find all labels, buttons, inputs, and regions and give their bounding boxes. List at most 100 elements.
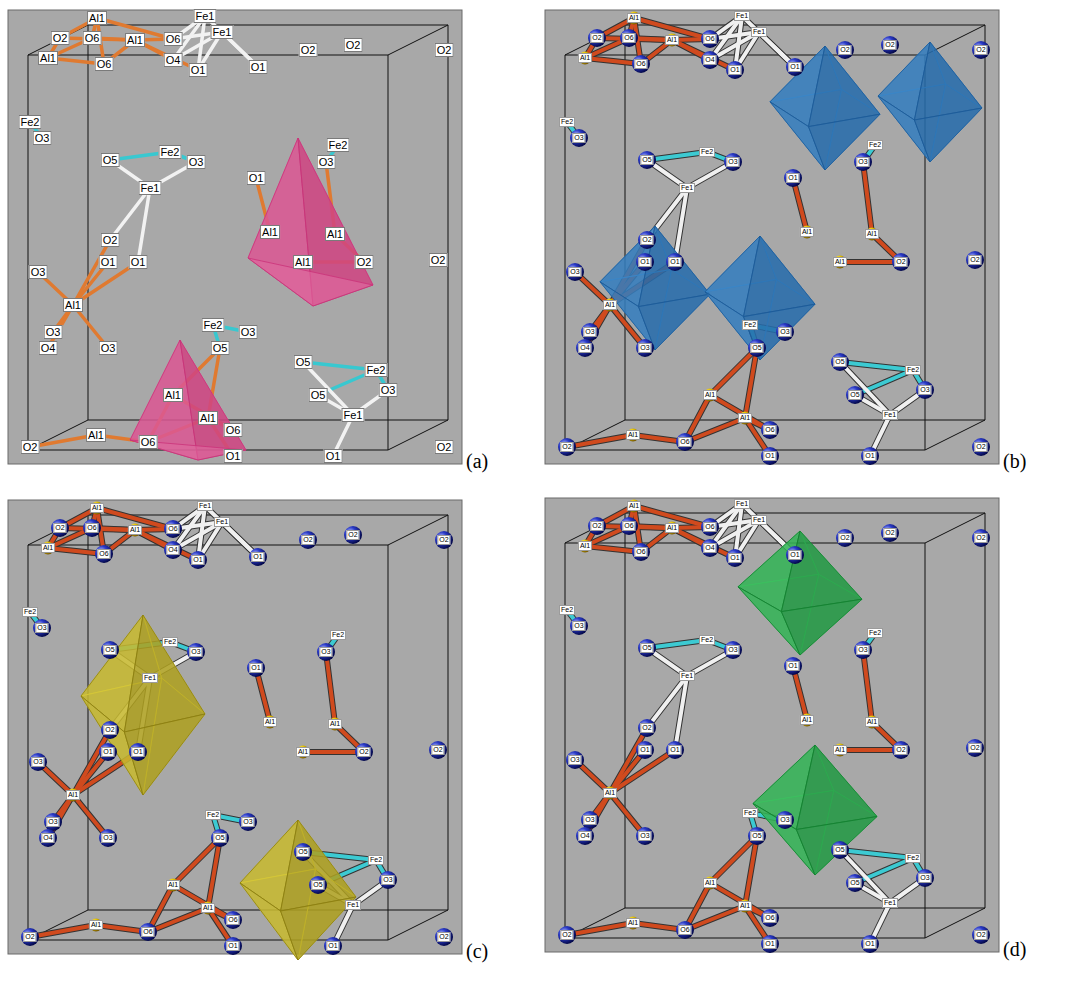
atom-label: Fe2	[699, 635, 715, 645]
atom-sphere	[638, 151, 656, 169]
polyhedron-face	[180, 340, 246, 460]
atom-sphere	[834, 744, 847, 757]
atom-label: O2	[590, 521, 603, 531]
atom-sphere	[881, 36, 899, 54]
bond-outline	[840, 747, 901, 753]
polyhedron-face	[914, 108, 982, 162]
atom-label: O1	[249, 60, 268, 74]
atom-label: O3	[583, 327, 596, 337]
unit-cell-edge	[88, 515, 89, 910]
atom-label: O2	[21, 440, 40, 454]
atom-label: O3	[572, 133, 585, 143]
atom-label: O3	[31, 757, 44, 767]
unit-cell-edge	[985, 513, 986, 908]
bond-stick	[303, 750, 364, 754]
atom-label: O1	[251, 552, 264, 562]
atom-label: Al1	[293, 255, 313, 269]
atom-label: Al1	[626, 918, 640, 928]
atom-label: O5	[750, 831, 763, 841]
atom-label: O2	[435, 440, 454, 454]
atom-label: O6	[763, 913, 776, 923]
atom-sphere	[854, 153, 872, 171]
atom-label: O2	[590, 33, 603, 43]
unit-cell-edge	[448, 515, 449, 910]
atom-sphere	[638, 639, 656, 657]
atom-sphere	[570, 617, 588, 635]
atom-label: O5	[211, 341, 230, 355]
atom-label: O4	[39, 341, 58, 355]
atom-label: O3	[46, 817, 59, 827]
atom-label: Fe1	[751, 515, 767, 525]
atom-label: O6	[763, 425, 776, 435]
bond-stick	[30, 925, 96, 937]
bond-stick	[710, 395, 770, 430]
atom-sphere	[576, 827, 594, 845]
bond-outline	[173, 885, 233, 920]
bond-stick	[685, 418, 745, 442]
atom-label: O4	[703, 543, 716, 553]
atom-label: O1	[728, 65, 741, 75]
atom-label: Fe1	[345, 900, 361, 910]
atom-label: Al1	[738, 413, 752, 423]
atom-label: O1	[247, 171, 266, 185]
atom-sphere	[701, 51, 719, 69]
atom-sphere	[29, 753, 47, 771]
atom-label: Fe2	[205, 810, 221, 820]
atom-sphere	[67, 789, 80, 802]
atom-label: Al1	[90, 503, 104, 513]
atom-sphere	[299, 531, 317, 549]
atom-label: Al1	[325, 227, 345, 241]
atom-label: Fe1	[214, 517, 230, 527]
atom-label: Al1	[627, 501, 641, 511]
atom-label: Al1	[328, 719, 342, 729]
atom-sphere	[579, 540, 592, 553]
atom-label: O3	[918, 873, 931, 883]
atom-label: O6	[622, 33, 635, 43]
atom-sphere	[846, 386, 864, 404]
polyhedron-face	[744, 236, 816, 317]
atom-label: Fe2	[202, 318, 225, 332]
atom-label: Al1	[63, 298, 83, 312]
atom-sphere	[83, 519, 101, 537]
atom-label: O3	[778, 815, 791, 825]
bond-stick	[742, 16, 795, 67]
atom-label: O1	[99, 255, 118, 269]
bond-outline	[840, 259, 901, 265]
atom-label: Fe2	[742, 320, 758, 330]
atom-label: O5	[213, 833, 226, 843]
atom-sphere	[861, 447, 879, 465]
atom-sphere	[604, 299, 617, 312]
atom-sphere	[704, 389, 717, 402]
atom-sphere	[628, 500, 641, 513]
bond-stick	[208, 838, 220, 908]
atom-sphere	[90, 919, 103, 932]
polyhedron-face	[796, 817, 877, 876]
bond-outline	[303, 749, 364, 755]
atom-label: O2	[974, 930, 987, 940]
atom-sphere	[666, 253, 684, 271]
atom-label: O3	[568, 267, 581, 277]
atom-label: O5	[101, 153, 120, 167]
atom-sphere	[636, 741, 654, 759]
atom-label: O2	[437, 932, 450, 942]
atom-sphere	[724, 153, 742, 171]
atom-sphere	[761, 421, 779, 439]
atom-sphere	[892, 741, 910, 759]
atom-label: O1	[324, 449, 343, 463]
atom-label: Al1	[201, 903, 215, 913]
atom-label: O3	[44, 325, 63, 339]
atom-sphere	[831, 353, 849, 371]
atom-label: Fe1	[882, 898, 898, 908]
bond-stick	[567, 923, 633, 935]
atom-label: O2	[838, 533, 851, 543]
atom-sphere	[566, 263, 584, 281]
atom-label: O5	[640, 155, 653, 165]
atom-label: Fe1	[197, 501, 213, 511]
atom-label: Fe1	[194, 9, 217, 23]
atom-label: O2	[53, 523, 66, 533]
atom-sphere	[164, 520, 182, 538]
atom-label: O2	[299, 43, 318, 57]
atom-sphere	[881, 524, 899, 542]
atom-sphere	[211, 829, 229, 847]
unit-cell-edge	[28, 545, 29, 940]
